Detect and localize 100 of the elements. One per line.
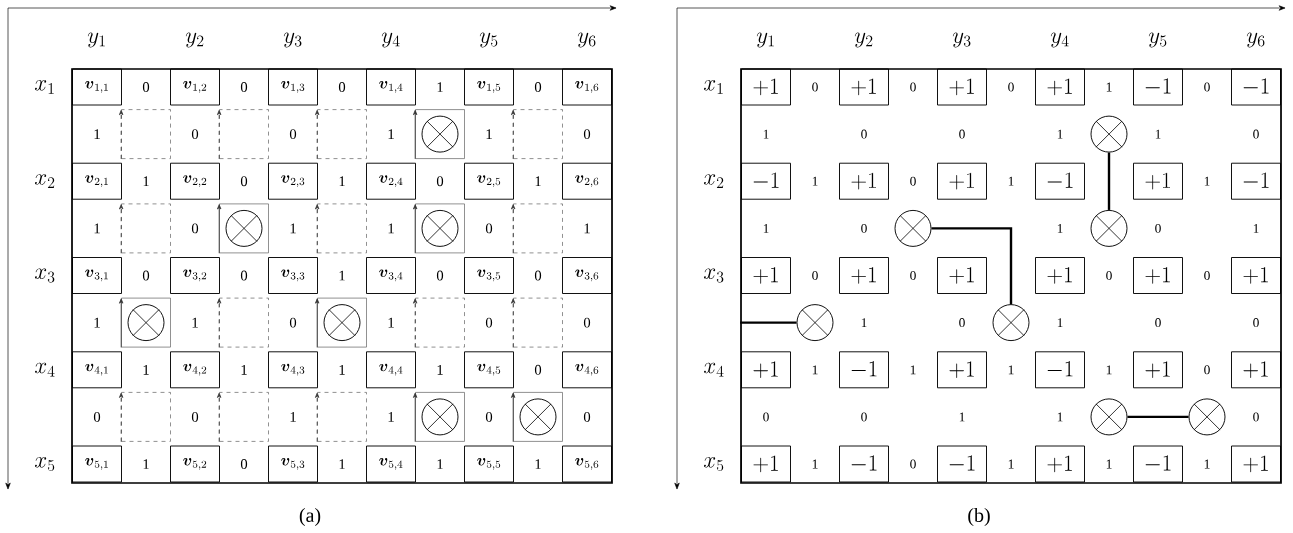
weight-label: 1 — [1057, 224, 1063, 233]
row-label: $x_5$ — [704, 457, 724, 472]
value-box: $\boldsymbol{v}_{2,4}$ — [366, 162, 416, 200]
weight-label: 0 — [1204, 365, 1210, 375]
weight-label: 1 — [241, 364, 247, 375]
value-box: $\boldsymbol{v}_{1,3}$ — [268, 68, 318, 106]
column-label: $y_2$ — [854, 32, 873, 48]
value-box: $\boldsymbol{v}_{5,2}$ — [170, 445, 220, 483]
value-box: $+1$ — [1231, 257, 1281, 294]
weight-label: 0 — [240, 459, 248, 469]
weight-label: 0 — [959, 318, 965, 328]
grid-cell — [217, 392, 269, 443]
weight-label: 1 — [1057, 412, 1063, 422]
grid-cell — [413, 109, 465, 160]
value-box: $\boldsymbol{v}_{1,2}$ — [170, 68, 220, 106]
weight-label: 1 — [339, 364, 345, 375]
weight-label: 0 — [534, 364, 542, 375]
value-box: $\boldsymbol{v}_{1,1}$ — [72, 68, 122, 106]
value-box: $\boldsymbol{v}_{3,6}$ — [562, 257, 612, 294]
value-box: $\boldsymbol{v}_{1,5}$ — [464, 68, 514, 106]
weight-label: 1 — [1253, 224, 1259, 233]
value-box: $\boldsymbol{v}_{2,1}$ — [72, 162, 122, 200]
value-box: $\boldsymbol{v}_{5,3}$ — [268, 445, 318, 483]
value-box: $+1$ — [839, 68, 889, 106]
grid-cell — [511, 392, 563, 443]
value-box: $-1$ — [839, 351, 889, 389]
grid-cell — [413, 297, 465, 348]
weight-label: 1 — [290, 223, 296, 234]
value-box: $+1$ — [937, 257, 987, 294]
grid-frame — [71, 68, 613, 484]
weight-label: 1 — [339, 459, 345, 469]
value-box: $+1$ — [1231, 351, 1281, 389]
weight-label: 0 — [763, 412, 769, 422]
weight-label: 0 — [142, 270, 150, 281]
weight-label: 0 — [910, 271, 916, 280]
column-label: $y_4$ — [1050, 32, 1069, 48]
weight-label: 1 — [437, 364, 443, 375]
value-box: $+1$ — [1133, 351, 1183, 389]
column-label: $y_5$ — [479, 32, 498, 48]
weight-label: 1 — [143, 176, 149, 187]
weight-label: 1 — [812, 365, 818, 375]
row-label: $x_4$ — [35, 362, 55, 377]
column-label: $y_6$ — [577, 32, 596, 48]
weight-label: 1 — [388, 317, 394, 328]
grid-cell — [315, 297, 367, 348]
value-box: $\boldsymbol{v}_{5,1}$ — [72, 445, 122, 483]
value-box: $\boldsymbol{v}_{5,6}$ — [562, 445, 612, 483]
value-box: $\boldsymbol{v}_{4,5}$ — [464, 351, 514, 389]
value-box: $\boldsymbol{v}_{1,4}$ — [366, 68, 416, 106]
weight-label: 1 — [959, 412, 965, 422]
grid-cell — [511, 203, 563, 254]
grid-cell — [119, 392, 171, 443]
value-box: $-1$ — [1133, 68, 1183, 106]
crossed-circle — [992, 304, 1030, 342]
connector-line — [931, 227, 1013, 305]
value-box: $-1$ — [1231, 162, 1281, 200]
panel-caption: (b) — [968, 507, 990, 527]
value-box: $+1$ — [839, 257, 889, 294]
value-box: $\boldsymbol{v}_{4,2}$ — [170, 351, 220, 389]
value-box: $\boldsymbol{v}_{1,6}$ — [562, 68, 612, 106]
value-box: $\boldsymbol{v}_{2,5}$ — [464, 162, 514, 200]
crossed-circle — [796, 304, 834, 342]
weight-label: 0 — [861, 129, 867, 139]
weight-label: 0 — [812, 82, 818, 92]
weight-label: 0 — [534, 270, 542, 281]
value-box: $\boldsymbol{v}_{3,4}$ — [366, 257, 416, 294]
value-box: $+1$ — [937, 351, 987, 389]
weight-label: 1 — [812, 176, 818, 186]
column-label: $y_1$ — [87, 32, 105, 48]
grid-cell — [315, 392, 367, 443]
weight-label: 1 — [1106, 82, 1112, 92]
grid-cell — [119, 109, 171, 160]
weight-label: 1 — [1106, 459, 1112, 469]
value-box: $+1$ — [1133, 257, 1183, 294]
row-label: $x_1$ — [704, 80, 723, 94]
value-box: $-1$ — [1035, 162, 1085, 200]
grid-cell — [217, 203, 269, 254]
weight-label: 1 — [910, 365, 916, 375]
value-box: $-1$ — [1133, 445, 1183, 483]
weight-label: 0 — [1204, 271, 1210, 280]
row-label: $x_3$ — [35, 268, 55, 283]
weight-label: 0 — [861, 412, 867, 422]
weight-label: 1 — [94, 129, 100, 139]
weight-label: 1 — [1008, 176, 1014, 186]
weight-label: 1 — [192, 317, 198, 328]
value-box: $\boldsymbol{v}_{3,2}$ — [170, 257, 220, 294]
value-box: $\boldsymbol{v}_{4,6}$ — [562, 351, 612, 389]
grid-cell — [119, 203, 171, 254]
grid-cell — [511, 109, 563, 160]
value-box: $\boldsymbol{v}_{5,4}$ — [366, 445, 416, 483]
value-box: $-1$ — [937, 445, 987, 483]
connector-line — [740, 321, 797, 324]
column-label: $y_4$ — [381, 32, 400, 48]
weight-label: 1 — [763, 224, 769, 233]
grid-cell — [511, 297, 563, 348]
weight-label: 0 — [1155, 318, 1161, 328]
weight-label: 1 — [535, 459, 541, 469]
weight-label: 0 — [1204, 82, 1210, 92]
weight-label: 0 — [583, 317, 591, 328]
row-label: $x_2$ — [35, 174, 55, 188]
